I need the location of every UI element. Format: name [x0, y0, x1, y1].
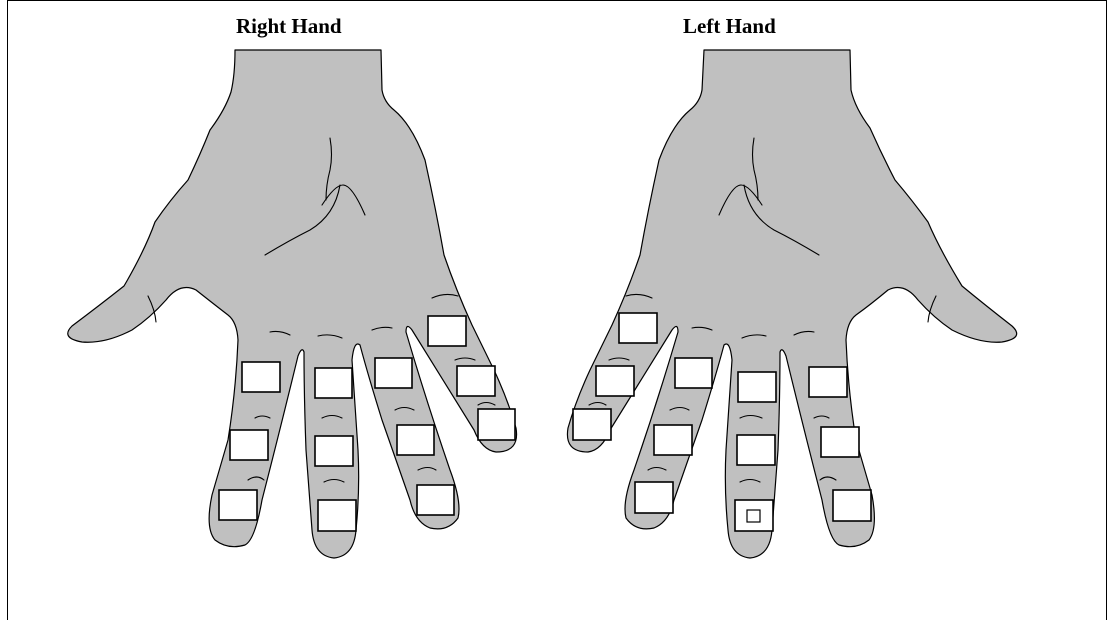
right-hand [68, 50, 517, 558]
left-index-box-1 [738, 372, 776, 402]
right-ring-box-1 [428, 316, 466, 346]
right-thumb-box-2 [230, 430, 268, 460]
left-ring-box-2 [596, 366, 634, 396]
left-thumb-box-2 [821, 427, 859, 457]
right-index-box-2 [315, 436, 353, 466]
left-ring-box-1 [619, 313, 657, 343]
right-index-box-1 [315, 368, 352, 398]
left-ring-box-3 [573, 409, 611, 440]
right-ring-box-2 [457, 366, 495, 396]
right-hand-outline [68, 50, 517, 558]
left-middle-box-1 [675, 358, 712, 388]
right-thumb-box-3 [219, 490, 257, 520]
right-middle-box-1 [375, 358, 412, 388]
left-hand [567, 50, 1016, 558]
right-middle-box-3 [417, 485, 454, 515]
left-index-box-3-inner-square [747, 510, 760, 522]
left-thumb-box-1 [809, 367, 847, 397]
right-index-box-3 [318, 500, 356, 531]
right-thumb-box-1 [242, 362, 280, 392]
left-thumb-box-3 [833, 490, 871, 521]
left-index-box-2 [737, 435, 775, 465]
right-middle-box-2 [397, 425, 434, 455]
left-middle-box-2 [654, 425, 692, 455]
left-middle-box-3 [635, 482, 673, 513]
right-ring-box-3 [478, 409, 515, 440]
